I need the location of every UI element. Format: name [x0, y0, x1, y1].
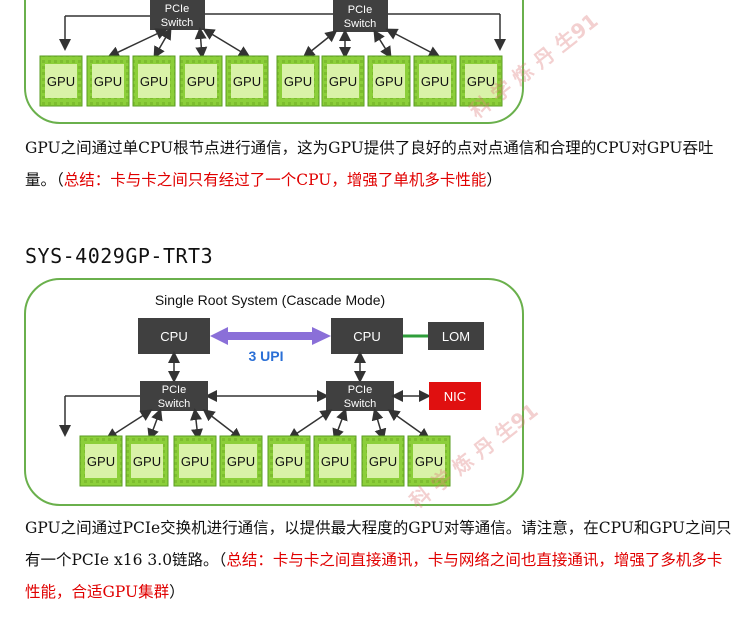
gpu-label: GPU	[181, 454, 209, 469]
gpu-label: GPU	[321, 454, 349, 469]
svg-text:LOM: LOM	[442, 329, 470, 344]
paragraph-end: ）	[169, 583, 185, 601]
gpu-label: GPU	[233, 74, 261, 89]
lom-box: LOM	[428, 322, 484, 350]
svg-text:Switch: Switch	[161, 17, 193, 29]
gpu-card: GPU	[219, 435, 263, 487]
gpu-card: GPU	[367, 55, 411, 107]
cpu-box: CPU	[331, 318, 403, 354]
gpu-card: GPU	[125, 435, 169, 487]
svg-text:CPU: CPU	[160, 329, 187, 344]
gpu-card: GPU	[313, 435, 357, 487]
paragraph-text: GPU之间通过PCIe交换机进行通信，以提供最大程度的GPU对等通信。请注意，在…	[25, 519, 732, 569]
section-title: SYS-4029GP-TRT3	[25, 244, 214, 268]
gpu-label: GPU	[275, 454, 303, 469]
gpu-label: GPU	[369, 454, 397, 469]
svg-text:Switch: Switch	[158, 398, 190, 410]
nic-box: NIC	[429, 382, 481, 410]
upi-label: 3 UPI	[248, 348, 283, 364]
gpu-label: GPU	[133, 454, 161, 469]
gpu-card: GPU	[132, 55, 176, 107]
pcie-switch-box: PCIe Switch	[333, 0, 388, 32]
svg-text:PCIe: PCIe	[165, 3, 189, 15]
diagram-title: Single Root System (Cascade Mode)	[155, 292, 385, 308]
gpu-label: GPU	[284, 74, 312, 89]
gpu-label: GPU	[467, 74, 495, 89]
svg-text:PCIe: PCIe	[348, 384, 372, 396]
gpu-card: GPU	[225, 55, 269, 107]
gpu-card: GPU	[179, 55, 223, 107]
svg-text:CPU: CPU	[353, 329, 380, 344]
gpu-card: GPU	[361, 435, 405, 487]
svg-text:Switch: Switch	[344, 18, 376, 30]
gpu-label: GPU	[329, 74, 357, 89]
gpu-label: GPU	[415, 454, 443, 469]
gpu-card: GPU	[413, 55, 457, 107]
gpu-label: GPU	[375, 74, 403, 89]
cpu-box: CPU	[138, 318, 210, 354]
gpu-card: GPU	[173, 435, 217, 487]
gpu-card: GPU	[79, 435, 123, 487]
gpu-label: GPU	[94, 74, 122, 89]
gpu-label: GPU	[227, 454, 255, 469]
description-paragraph-1: GPU之间通过单CPU根节点进行通信，这为GPU提供了良好的点对点通信和合理的C…	[25, 132, 735, 196]
svg-text:Switch: Switch	[344, 398, 376, 410]
gpu-card: GPU	[276, 55, 320, 107]
svg-text:PCIe: PCIe	[348, 4, 372, 16]
description-paragraph-2: GPU之间通过PCIe交换机进行通信，以提供最大程度的GPU对等通信。请注意，在…	[25, 512, 735, 608]
gpu-label: GPU	[187, 74, 215, 89]
pcie-switch-box: PCIe Switch	[150, 0, 205, 30]
upi-link-arrow	[210, 327, 331, 345]
gpu-card: GPU	[267, 435, 311, 487]
summary-highlight: 总结：卡与卡之间直接通讯，卡与网络之间也直接通讯，增强了多机多卡性能，合适GPU…	[25, 551, 723, 601]
gpu-card: GPU	[86, 55, 130, 107]
summary-highlight: 总结：卡与卡之间只有经过了一个CPU，增强了单机多卡性能	[63, 171, 487, 189]
svg-text:NIC: NIC	[444, 389, 466, 404]
gpu-label: GPU	[421, 74, 449, 89]
gpu-label: GPU	[87, 454, 115, 469]
gpu-label: GPU	[140, 74, 168, 89]
paragraph-end: ）	[486, 171, 502, 189]
svg-text:PCIe: PCIe	[162, 384, 186, 396]
pcie-switch-box: PCIe Switch	[326, 381, 394, 411]
gpu-card: GPU	[39, 55, 83, 107]
gpu-card: GPU	[321, 55, 365, 107]
gpu-card: GPU	[407, 435, 451, 487]
paragraph-text: GPU之间通过单CPU根节点进行通信，这为GPU提供了良好的点对点通信和合理的C…	[25, 139, 714, 189]
gpu-label: GPU	[47, 74, 75, 89]
gpu-card: GPU	[459, 55, 503, 107]
pcie-switch-box: PCIe Switch	[140, 381, 208, 411]
